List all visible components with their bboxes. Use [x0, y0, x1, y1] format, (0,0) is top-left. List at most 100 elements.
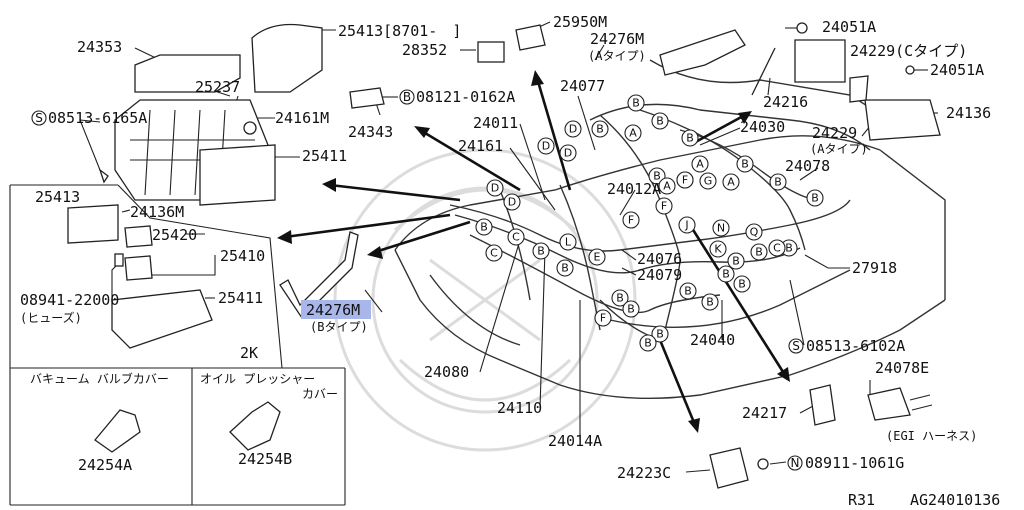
connector-letter: K: [714, 243, 722, 256]
relay-25410: [124, 255, 153, 281]
connector-letter: B: [480, 221, 488, 234]
highlight-24276M: [301, 300, 371, 319]
connector-circle: [559, 233, 577, 251]
callout-24040: 24040: [690, 331, 735, 349]
callout-08941-note: (ヒューズ): [20, 310, 82, 325]
connector-letter: B: [627, 303, 635, 316]
wiring-harness: [449, 109, 851, 341]
connector-letter: B: [656, 115, 664, 128]
connector-circle: [622, 300, 640, 318]
watermark-emblem: [333, 148, 637, 452]
connector-letter: B: [785, 242, 793, 255]
connector-letter: L: [565, 236, 572, 249]
callout-08941-22000: 08941-22000: [20, 291, 119, 309]
connector-circle: [639, 334, 657, 352]
connector-letter: B: [537, 245, 545, 258]
bracket-24217: [809, 384, 836, 426]
direction-arrows: [277, 70, 790, 433]
callout-labels: 24353 25413[8701- ] 28352 25950M 24276M …: [20, 13, 1000, 509]
callout-24254B: 24254B: [238, 450, 292, 468]
connector-letter: D: [542, 140, 550, 153]
connector-letter: B: [653, 170, 661, 183]
callout-08513-6165A: 08513-6165A: [48, 109, 147, 127]
connector-circle: [622, 211, 640, 229]
connector-letter: N: [717, 222, 725, 235]
box-24229C: [794, 39, 846, 83]
connector-circle: [722, 173, 740, 191]
connector-circle: [564, 120, 582, 138]
connector-letter: B: [596, 123, 604, 136]
callout-24229C: 24229(Cタイプ): [850, 42, 967, 60]
connector-letter: A: [663, 180, 671, 193]
connector-letter: A: [629, 127, 637, 140]
connector-letter: B: [811, 192, 819, 205]
bracket-24343: [349, 87, 385, 109]
callout-24223C: 24223C: [617, 464, 671, 482]
connector-letter: D: [564, 147, 572, 160]
bracket-24229A: [849, 75, 869, 103]
inset-frames: [9, 184, 346, 506]
connector-circle: [676, 171, 694, 189]
connector-letter: F: [682, 174, 688, 187]
oil-pressure-cover-title-1: オイル プレッシャー: [200, 372, 315, 386]
connector-letter: B: [561, 262, 569, 275]
connector-circle: [655, 197, 673, 215]
connector-circle: [736, 155, 754, 173]
connector-circle: [651, 325, 669, 343]
vacuum-valve-cover-title: バキューム バルブカバー: [30, 371, 169, 386]
connector-circle: [701, 293, 719, 311]
callout-24051A-2: 24051A: [930, 61, 984, 79]
connector-circle: [588, 248, 606, 266]
connector-letter: D: [569, 123, 577, 136]
grommet-24161M: [243, 121, 257, 135]
callout-08121-0162A: 08121-0162A: [416, 88, 515, 106]
connector-circle: [537, 137, 555, 155]
strap-24216: [751, 47, 776, 96]
connector-letter: A: [696, 158, 704, 171]
connector-circle: [627, 94, 645, 112]
connector-28352: [477, 41, 505, 63]
fuse-08941: [114, 253, 124, 267]
symbol-s-2: [788, 338, 804, 354]
callout-08911-1061G: 08911-1061G: [805, 454, 904, 472]
connector-circle: [658, 177, 676, 195]
connector-circle: [717, 265, 735, 283]
connector-circle: [750, 243, 768, 261]
callout-24011: 24011: [473, 114, 518, 132]
connector-circle: [556, 259, 574, 277]
bracket-24276M-A: [659, 29, 746, 76]
connector-24078E: [867, 387, 911, 421]
callout-24276M-A: 24276M: [590, 30, 644, 48]
fuse-block-25411: [199, 144, 276, 206]
connector-circle: [611, 289, 629, 307]
connector-circle: [806, 189, 824, 207]
connector-circle: [709, 240, 727, 258]
callout-25237: 25237: [195, 78, 240, 96]
callout-24076: 24076: [637, 250, 682, 268]
connector-circle: [712, 219, 730, 237]
connector-circle: [679, 282, 697, 300]
callout-24080: 24080: [424, 363, 469, 381]
connector-circle: [768, 239, 786, 257]
callout-24136M: 24136M: [130, 203, 184, 221]
components: [67, 22, 941, 489]
callout-25413-top: 25413[8701- ]: [338, 22, 461, 40]
connector-letter: B: [722, 268, 730, 281]
bracket-24223C: [709, 447, 749, 489]
footer-code-right: AG24010136: [910, 491, 1000, 509]
connector-letter: B: [616, 292, 624, 305]
callout-08513-6102A: 08513-6102A: [806, 337, 905, 355]
connector-letter: F: [628, 214, 634, 227]
connector-circle: [624, 124, 642, 142]
connector-circle: [727, 252, 745, 270]
callout-24353: 24353: [77, 38, 122, 56]
connector-letter: D: [491, 182, 499, 195]
connector-circle: [699, 172, 717, 190]
connector-circle: [678, 216, 696, 234]
connector-circle: [485, 244, 503, 262]
svg-text:S: S: [35, 111, 43, 125]
connector-letter: D: [508, 196, 516, 209]
callout-24079: 24079: [637, 266, 682, 284]
callout-25410: 25410: [220, 247, 265, 265]
callout-24229A-note: (Aタイプ): [810, 142, 868, 156]
